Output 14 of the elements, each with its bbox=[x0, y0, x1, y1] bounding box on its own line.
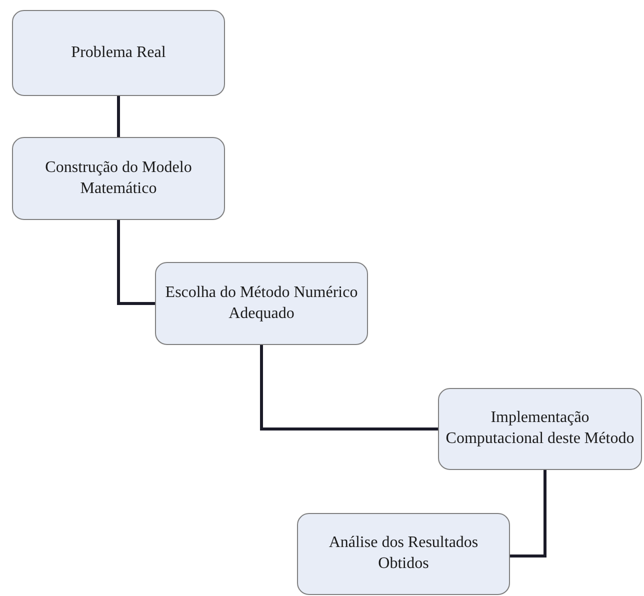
box-label: Construção do Modelo Matemático bbox=[44, 158, 193, 198]
connector-line bbox=[117, 96, 120, 137]
process-box bbox=[12, 10, 225, 96]
connector-line bbox=[260, 345, 438, 430]
process-box bbox=[155, 262, 368, 345]
process-box bbox=[12, 137, 225, 220]
box-label: Implementação Computacional deste Método bbox=[445, 408, 635, 449]
connector-line bbox=[510, 470, 546, 558]
process-box bbox=[297, 513, 510, 595]
process-box bbox=[438, 388, 642, 470]
connector-line bbox=[117, 220, 155, 305]
box-label: Escolha do Método Numérico Adequado bbox=[164, 282, 359, 324]
box-label: Análise dos Resultados Obtidos bbox=[328, 533, 480, 574]
box-label: Problema Real bbox=[71, 42, 166, 63]
